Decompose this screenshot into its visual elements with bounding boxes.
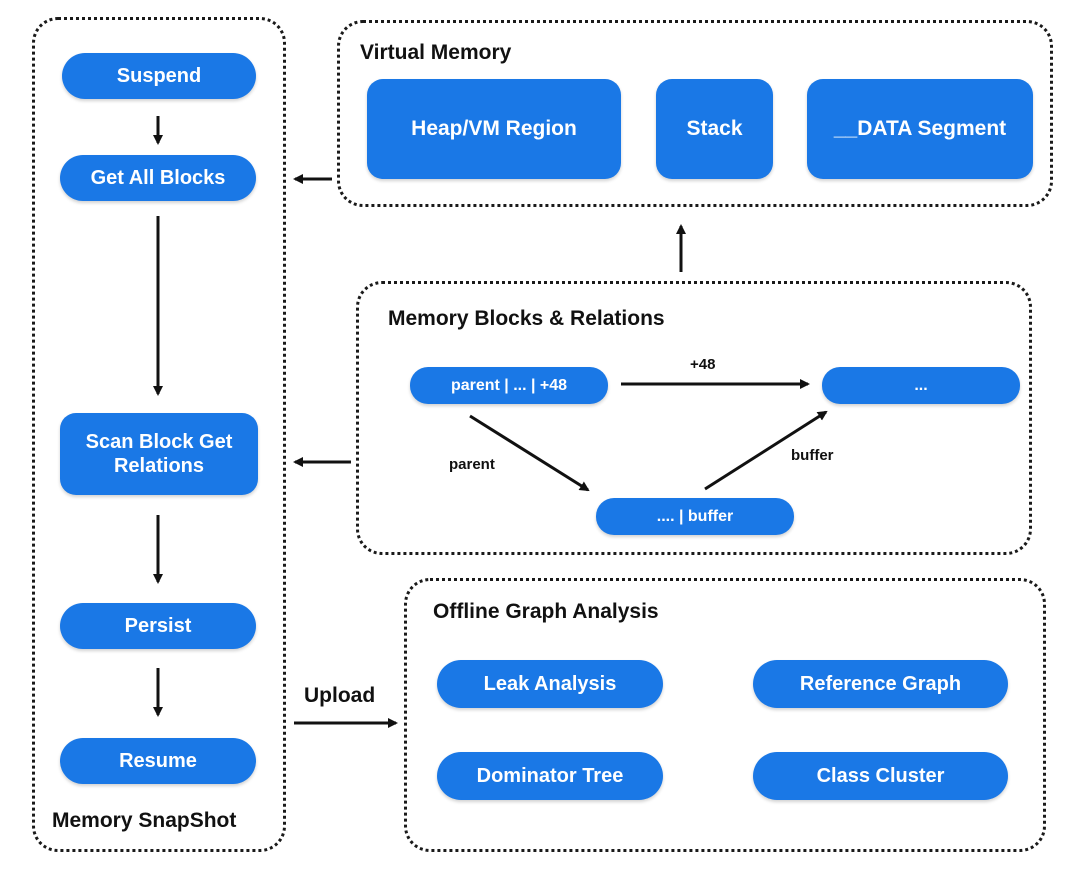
persist-node: Persist [60, 603, 256, 649]
resume-node: Resume [60, 738, 256, 784]
get-all-blocks-node: Get All Blocks [60, 155, 256, 201]
memory-relations-title: Memory Blocks & Relations [388, 307, 665, 330]
buffer-edge-label: buffer [791, 447, 834, 464]
memory-snapshot-title: Memory SnapShot [52, 809, 237, 832]
reference-graph-node: Reference Graph [753, 660, 1008, 708]
parent-block-node: parent | ... | +48 [410, 367, 608, 404]
parent-edge-label: parent [449, 456, 495, 473]
target-block-node: ... [822, 367, 1020, 404]
buffer-block-node: .... | buffer [596, 498, 794, 535]
leak-analysis-node: Leak Analysis [437, 660, 663, 708]
heap-vm-region-node: Heap/VM Region [367, 79, 621, 179]
virtual-memory-group [337, 20, 1053, 207]
stack-node: Stack [656, 79, 773, 179]
scan-block-node: Scan Block Get Relations [60, 413, 258, 495]
class-cluster-node: Class Cluster [753, 752, 1008, 800]
arrow-parent-edge [469, 414, 590, 492]
data-segment-node: __DATA Segment [807, 79, 1033, 179]
arrow-buffer-edge [704, 410, 828, 491]
memory-snapshot-group [32, 17, 286, 852]
upload-label: Upload [304, 684, 376, 707]
offline-analysis-group [404, 578, 1046, 852]
memory-relations-group [356, 281, 1032, 555]
offline-analysis-title: Offline Graph Analysis [433, 600, 659, 623]
suspend-node: Suspend [62, 53, 256, 99]
plus48-edge-label: +48 [690, 356, 716, 373]
virtual-memory-title: Virtual Memory [360, 41, 512, 64]
dominator-tree-node: Dominator Tree [437, 752, 663, 800]
